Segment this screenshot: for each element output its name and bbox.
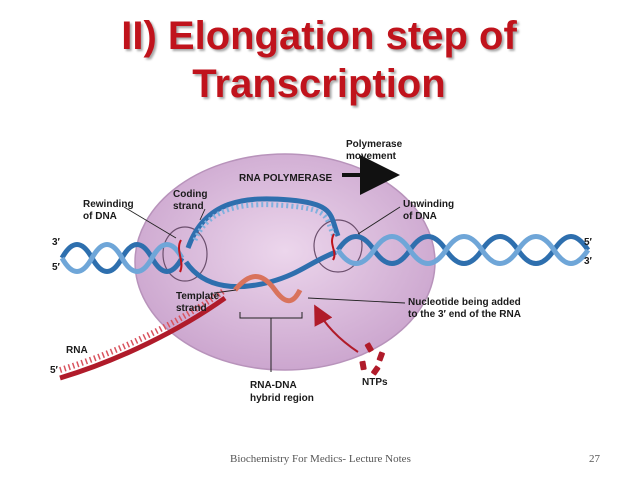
slide-title-line-2: Transcription (192, 62, 446, 106)
hybrid-region-bracket (239, 312, 303, 372)
coding-strand (185, 196, 341, 249)
label-nucleotide-2: to the 3′ end of the RNA (408, 309, 521, 320)
ntp-arrow (314, 304, 359, 353)
dna-helix-right (335, 234, 591, 266)
label-rna-polymerase: RNA POLYMERASE (239, 173, 332, 184)
unwinding-marker (331, 233, 336, 261)
label-polymerase-1: Polymerase (346, 139, 403, 150)
rewinding-region (162, 226, 208, 282)
label-rewinding-2: of DNA (83, 211, 117, 222)
label-polymerase-2: movement (346, 151, 397, 162)
label-template-1: Template (176, 291, 220, 302)
unwinding-region (313, 219, 363, 273)
label-3prime-right: 3′ (584, 256, 593, 267)
rna-transcript-bases (59, 287, 227, 373)
label-unwinding-2: of DNA (403, 211, 437, 222)
label-5prime-right: 5′ (584, 237, 593, 248)
label-rewinding-1: Rewinding (83, 199, 134, 210)
leader-lines (123, 206, 406, 304)
label-hybrid-1: RNA-DNA (250, 380, 297, 391)
label-nucleotide-1: Nucleotide being added (408, 297, 521, 308)
page-number: 27 (589, 453, 600, 465)
label-coding-2: strand (173, 201, 204, 212)
dna-helix-left (59, 242, 185, 274)
label-hybrid-2: hybrid region (250, 393, 314, 404)
footer-text: Biochemistry For Medics- Lecture Notes (230, 453, 411, 465)
rna-transcript (59, 295, 227, 381)
rna-dna-hybrid (233, 274, 303, 304)
label-template-2: strand (176, 303, 207, 314)
rewinding-marker (178, 239, 183, 273)
label-5prime-left: 5′ (52, 262, 61, 273)
label-unwinding-1: Unwinding (403, 199, 454, 210)
slide-title-line-1: II) Elongation step of (121, 14, 517, 58)
coding-strand-bases (192, 202, 337, 242)
label-rna-5prime: 5′ (50, 365, 59, 376)
label-coding-1: Coding (173, 189, 207, 200)
label-ntps: NTPs (362, 377, 388, 388)
label-rna: RNA (66, 345, 88, 356)
label-3prime-left: 3′ (52, 237, 61, 248)
ntp-molecules (359, 342, 385, 376)
